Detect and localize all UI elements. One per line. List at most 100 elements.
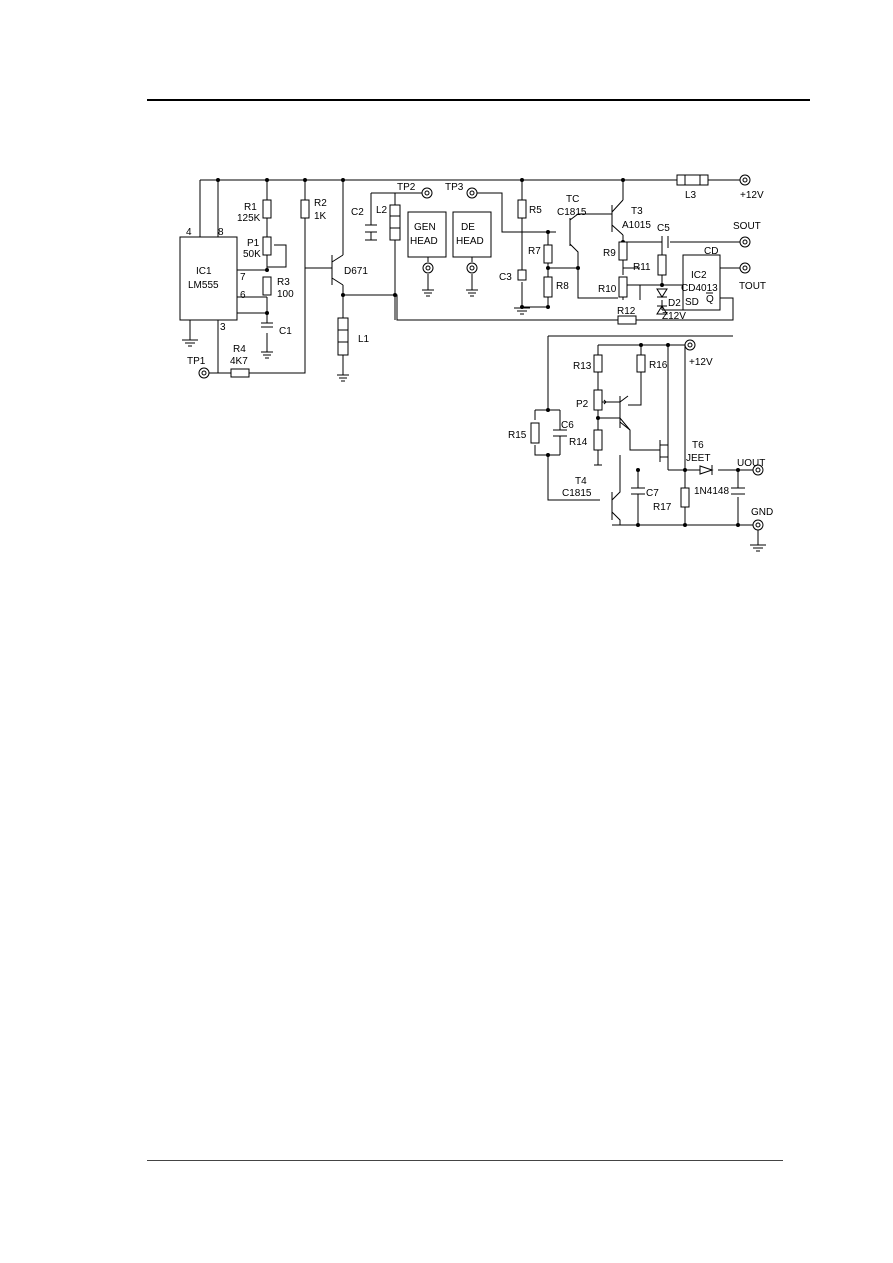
capacitor-c7 (631, 487, 645, 495)
ic1-part: LM555 (188, 280, 219, 291)
capacitor-c2 (365, 224, 377, 233)
resistor-r2 (300, 199, 310, 219)
header-rule (147, 99, 810, 101)
z12v-label: Z12V (662, 311, 686, 322)
potentiometer-p1 (262, 236, 272, 256)
resistor-r11 (657, 254, 667, 276)
ic1-lm555: IC1 LM555 4 8 7 6 3 (179, 227, 246, 347)
p1-value: 50K (243, 249, 261, 260)
r2-value: 1K (314, 211, 327, 222)
resistors: R1 125K P1 50K R3 100 R2 1K R4 4K7 R5 R7… (230, 198, 690, 513)
capacitor-out (731, 487, 745, 495)
p2-label: P2 (576, 399, 589, 410)
r3-value: 100 (277, 289, 294, 300)
transistor-d671 (331, 254, 344, 286)
r16-label: R16 (649, 360, 668, 371)
r1-label: R1 (244, 202, 257, 213)
gen-head-line2: HEAD (410, 236, 438, 247)
junctions (216, 178, 740, 527)
r12-label: R12 (617, 306, 636, 317)
resistor-r1 (262, 199, 272, 219)
resistor-r3 (262, 276, 272, 296)
resistor-r13 (593, 354, 603, 373)
inductors: L1 L2 L3 (337, 174, 709, 382)
resistor-r10 (618, 276, 628, 298)
r11-label: R11 (633, 262, 651, 273)
terminals: TP1 TP2 TP3 +12V SOUT TOUT +12V UOUT GND (187, 174, 773, 552)
ic1-label: IC1 (196, 266, 212, 277)
vcc-top-label: +12V (740, 190, 764, 201)
tp1-label: TP1 (187, 356, 206, 367)
tc-label: TC (566, 194, 579, 205)
tp3-label: TP3 (445, 182, 464, 193)
resistor-r12 (617, 315, 637, 325)
ic2-pin-q: Q (706, 294, 714, 305)
transistor-t6 (659, 440, 668, 462)
r10-label: R10 (598, 284, 617, 295)
ic1-pin7: 7 (240, 272, 246, 283)
diodes: D2 Z12V 1N4148 (656, 288, 729, 497)
c7-label: C7 (646, 488, 659, 499)
d2-label: D2 (668, 298, 681, 309)
t4-label: T4 (575, 476, 587, 487)
capacitor-c1 (261, 322, 273, 328)
resistor-r14 (593, 429, 603, 451)
sout-label: SOUT (733, 221, 761, 232)
resistor-r7 (543, 244, 553, 264)
wires (199, 179, 740, 526)
r4-value: 4K7 (230, 356, 248, 367)
tc-part: C1815 (557, 207, 587, 218)
d671-label: D671 (344, 266, 368, 277)
ic1-pin6: 6 (240, 290, 246, 301)
ic2-part: CD4013 (681, 283, 718, 294)
c1-label: C1 (279, 326, 292, 337)
r2-label: R2 (314, 198, 327, 209)
r17-label: R17 (653, 502, 672, 513)
tout-label: TOUT (739, 281, 766, 292)
r9-label: R9 (603, 248, 616, 259)
l3-label: L3 (685, 190, 697, 201)
inductor-l3 (676, 174, 709, 186)
t4-part: C1815 (562, 488, 592, 499)
l1-label: L1 (358, 334, 370, 345)
de-head (452, 211, 492, 258)
ic1-pin3: 3 (220, 322, 226, 333)
footer-rule (147, 1160, 783, 1161)
potentiometer-p2 (593, 389, 603, 411)
capacitors: C1 C2 C3 C5 C6 C7 (261, 207, 745, 500)
r1-value: 125K (237, 213, 261, 224)
r7-label: R7 (528, 246, 541, 257)
transistor-t5 (619, 395, 631, 431)
r5-label: R5 (529, 205, 542, 216)
resistor-r17 (680, 487, 690, 508)
resistor-r16 (636, 354, 646, 373)
c5-label: C5 (657, 223, 670, 234)
resistor-r9 (618, 241, 628, 261)
c6-label: C6 (561, 420, 574, 431)
gnd-label: GND (751, 507, 773, 518)
de-head-line1: DE (461, 222, 475, 233)
capacitor-c5 (661, 236, 669, 248)
r14-label: R14 (569, 437, 588, 448)
l2-label: L2 (376, 205, 388, 216)
ic2-pin-sd: SD (685, 297, 699, 308)
de-head-line2: HEAD (456, 236, 484, 247)
t3-label: T3 (631, 206, 643, 217)
t3-part: A1015 (622, 220, 651, 231)
uout-label: UOUT (737, 458, 765, 469)
gen-head (407, 211, 447, 258)
diode-1n4148 (699, 465, 714, 475)
diode-d2 (656, 288, 668, 298)
inductor-l1 (337, 317, 349, 356)
ic1-pin4: 4 (186, 227, 192, 238)
heads: GEN HEAD DE HEAD (407, 211, 492, 297)
ic2-label: IC2 (691, 270, 707, 281)
transistors: D671 TC C1815 T3 A1015 T6 JEET T4 C1815 (331, 194, 710, 520)
capacitor-c3 (517, 269, 527, 281)
r3-label: R3 (277, 277, 290, 288)
r13-label: R13 (573, 361, 592, 372)
c2-label: C2 (351, 207, 364, 218)
vcc-mid-label: +12V (689, 357, 713, 368)
c3-label: C3 (499, 272, 512, 283)
tp2-label: TP2 (397, 182, 416, 193)
